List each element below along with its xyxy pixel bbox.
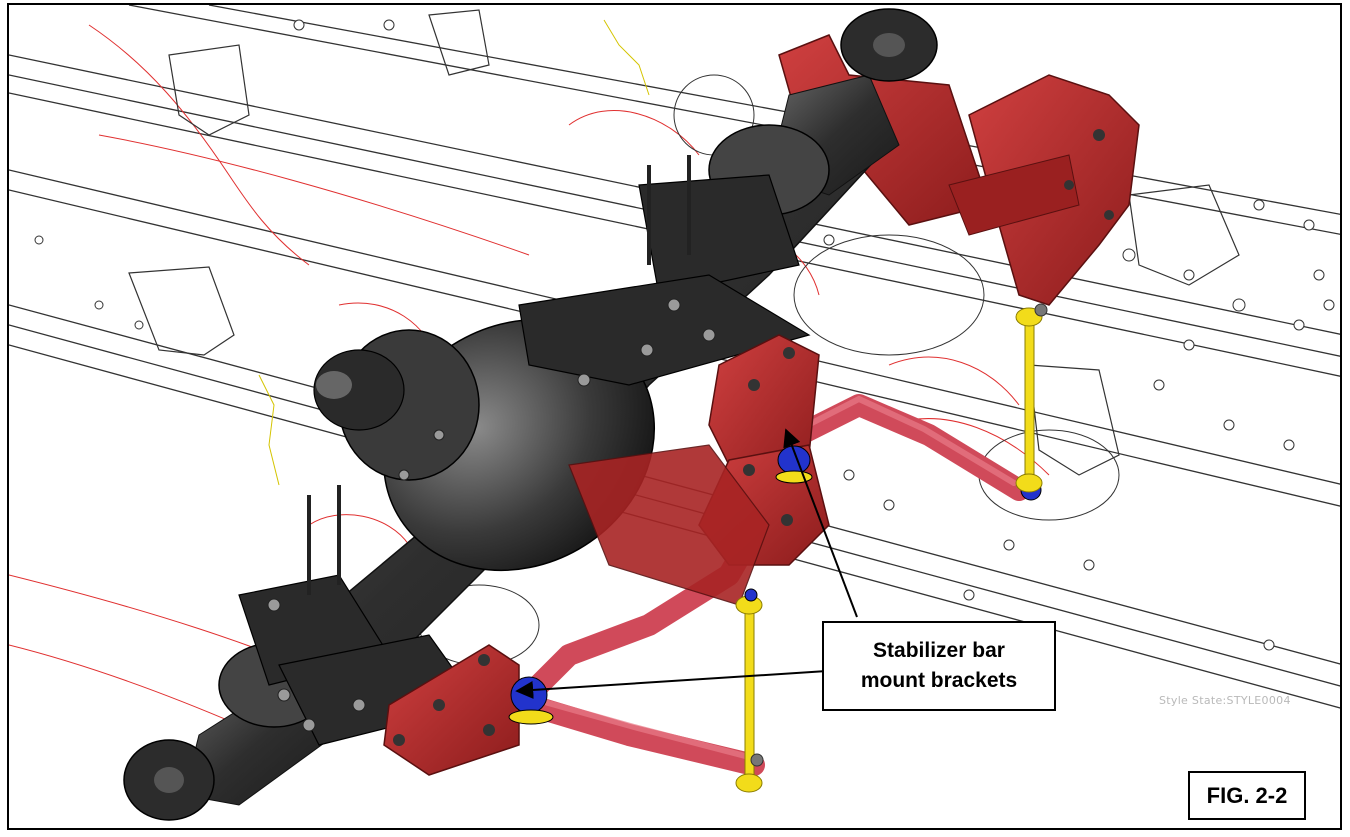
frame-holes bbox=[34, 19, 1335, 651]
figure-label: FIG. 2-2 bbox=[1188, 771, 1306, 820]
suspension-illustration bbox=[9, 5, 1340, 821]
arrow-pointer-icon bbox=[783, 428, 858, 618]
callout-line-1: Stabilizer bar bbox=[873, 639, 1005, 662]
callout-line-2: mount brackets bbox=[860, 669, 1018, 692]
stabilizer-end-link-right bbox=[1015, 303, 1048, 493]
callout-arrows bbox=[515, 428, 858, 699]
rear-crossmember bbox=[568, 444, 770, 606]
frame-brackets-linework bbox=[128, 9, 1240, 476]
u-bolts bbox=[307, 155, 691, 595]
bolts bbox=[267, 298, 716, 732]
stabilizer-end-link-left bbox=[735, 588, 764, 793]
background-yellow-linework bbox=[258, 19, 650, 486]
u-bolt-plates bbox=[238, 174, 811, 746]
stabilizer-mount-bracket-lower bbox=[383, 644, 520, 776]
style-state-label: Style State:STYLE0004 bbox=[1159, 694, 1291, 707]
arrow-pointer-icon bbox=[515, 670, 828, 699]
stabilizer-bar-highlight bbox=[531, 395, 1017, 760]
figure-frame: Style State:STYLE0004 bbox=[7, 3, 1342, 830]
stabilizer-bar-callout: Stabilizer bar mount brackets bbox=[822, 621, 1056, 711]
